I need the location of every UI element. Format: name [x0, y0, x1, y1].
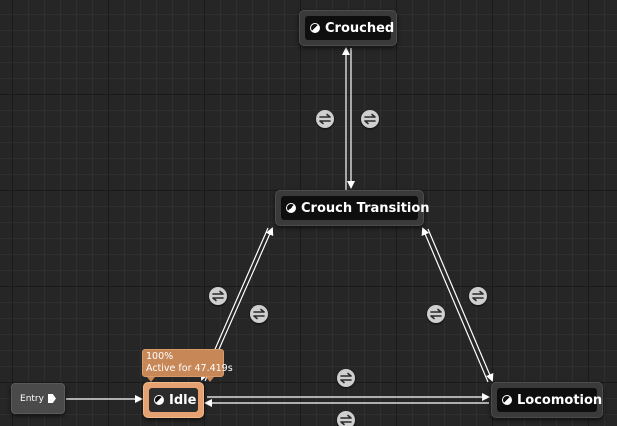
transition-rule-icon[interactable]: [361, 110, 379, 128]
state-icon: [310, 23, 320, 33]
state-label: Crouched: [325, 20, 395, 36]
transition-rule-icon[interactable]: [469, 287, 487, 305]
state-node-body: Crouch Transition: [281, 196, 430, 220]
state-node-body: Idle: [149, 388, 198, 412]
transition-rule-icon[interactable]: [337, 369, 355, 387]
wire-locomotion-to-crouch-transition[interactable]: [421, 227, 489, 383]
state-weight: 100%: [146, 351, 174, 362]
active-state-tooltip: 100% Active for 47.419s: [142, 349, 233, 377]
state-label: Idle: [169, 392, 197, 408]
entry-label: Entry: [20, 393, 44, 404]
state-label: Crouch Transition: [301, 200, 430, 216]
state-node-crouched[interactable]: Crouched: [299, 10, 397, 46]
state-active-time: Active for 47.419s: [146, 363, 233, 374]
state-node-body: Locomotion: [497, 388, 602, 412]
entry-node[interactable]: Entry: [11, 383, 65, 414]
state-node-crouch-transition[interactable]: Crouch Transition: [275, 190, 430, 226]
state-node-idle[interactable]: Idle: [143, 382, 204, 418]
transition-rule-icon[interactable]: [209, 287, 227, 305]
state-label: Locomotion: [517, 392, 603, 408]
transition-rule-icon[interactable]: [337, 411, 355, 426]
wire-crouch-transition-to-locomotion[interactable]: [427, 228, 494, 382]
state-icon: [154, 395, 164, 405]
tooltip-tail: [147, 377, 155, 382]
transition-rule-icon[interactable]: [427, 305, 445, 323]
state-icon: [502, 395, 512, 405]
state-node-locomotion[interactable]: Locomotion: [491, 382, 603, 418]
state-node-body: Crouched: [305, 16, 395, 40]
state-icon: [286, 203, 296, 213]
play-arrow-icon: [47, 394, 56, 403]
transition-rule-icon[interactable]: [316, 110, 334, 128]
tooltip-tail: [206, 377, 214, 382]
transition-rule-icon[interactable]: [250, 305, 268, 323]
